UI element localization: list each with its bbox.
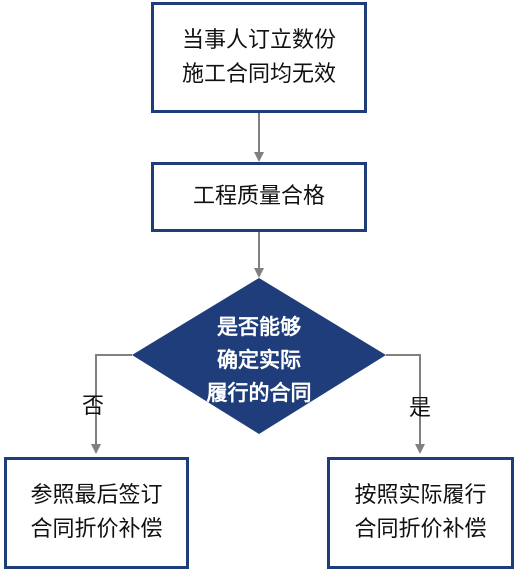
connector-decision-to-right <box>386 354 425 454</box>
right-result-line-2: 合同折价补偿 <box>354 517 487 542</box>
left-result-node: 参照最后签订 合同折价补偿 <box>4 457 189 569</box>
edge-label-yes: 是 <box>409 396 432 421</box>
decision-line-2: 确定实际 <box>217 347 301 372</box>
decision-line-1: 是否能够 <box>217 314 301 339</box>
decision-node-text: 是否能够 确定实际 履行的合同 <box>170 306 348 414</box>
quality-node: 工程质量合格 <box>151 162 367 232</box>
left-result-line-2: 合同折价补偿 <box>30 517 163 542</box>
decision-diamond <box>132 278 386 434</box>
start-node: 当事人订立数份 施工合同均无效 <box>151 2 367 113</box>
decision-line-3: 履行的合同 <box>206 380 312 405</box>
start-node-line-1: 当事人订立数份 <box>181 27 336 53</box>
start-node-line-2: 施工合同均无效 <box>181 61 336 87</box>
left-result-line-1: 参照最后签订 <box>30 483 163 508</box>
right-result-line-1: 按照实际履行 <box>354 483 487 508</box>
quality-node-text: 工程质量合格 <box>192 184 325 209</box>
edge-label-no: 否 <box>82 394 105 419</box>
right-result-node: 按照实际履行 合同折价补偿 <box>327 457 514 569</box>
connector-decision-to-left <box>91 354 132 454</box>
